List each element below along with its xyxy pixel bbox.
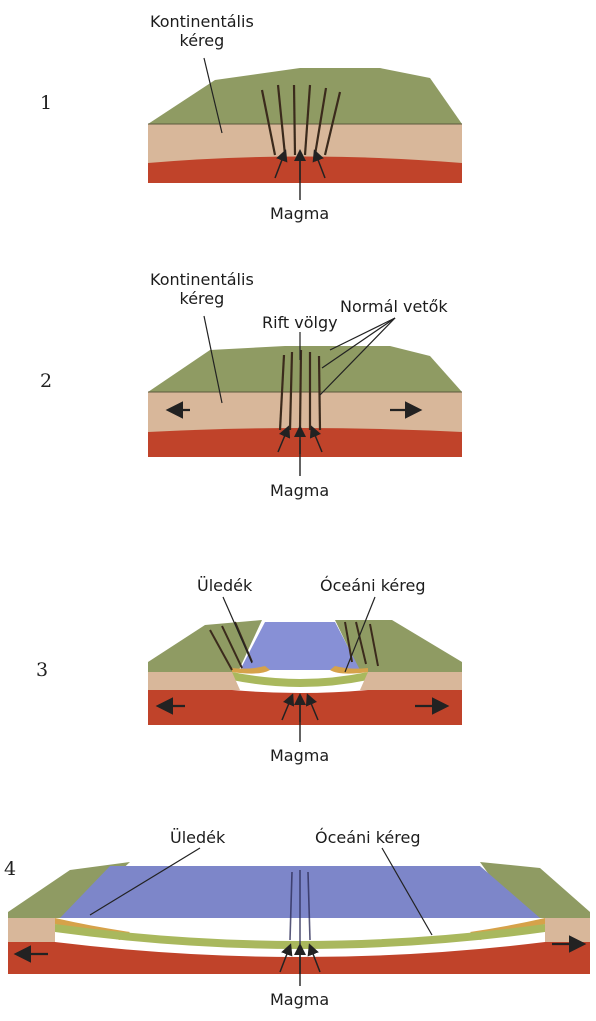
stage-3-left-crust [148, 672, 240, 690]
stage-3-sediment-label: Üledék [197, 576, 252, 595]
stage-3-magma-label: Magma [270, 746, 329, 765]
stage-1-number: 1 [40, 92, 52, 114]
stage-3-mantle [148, 690, 462, 725]
stage-3-right-crust [360, 672, 462, 690]
stage-1-block [148, 68, 462, 183]
stage-4-right-crust [545, 918, 590, 942]
stage-3-oceanic-label: Óceáni kéreg [320, 576, 425, 595]
stage-2-block [148, 346, 462, 457]
stage-4-magma-label: Magma [270, 990, 329, 1009]
stage-1-crust-label: Kontinentális kéreg [150, 12, 254, 50]
stage-3-number: 3 [36, 659, 48, 681]
stage-1-surface [148, 68, 462, 124]
stage-2-surface [148, 346, 462, 392]
stage-2-faults-label: Normál vetők [340, 297, 448, 316]
stage-2-crust [148, 392, 462, 432]
stage-2-magma-label: Magma [270, 481, 329, 500]
stage-1-mantle [148, 157, 462, 184]
stage-4-oceanic-label: Óceáni kéreg [315, 828, 420, 847]
stage-3-oceanic-crust [232, 672, 368, 687]
stage-4-number: 4 [4, 858, 16, 880]
stage-2-crust-label: Kontinentális kéreg [150, 270, 254, 308]
stage-4-block [8, 862, 590, 974]
stage-2-rift-label: Rift völgy [262, 313, 338, 332]
stage-4-sediment-label: Üledék [170, 828, 225, 847]
stage-1-magma-label: Magma [270, 204, 329, 223]
stage-4-left-crust [8, 918, 55, 942]
stage-3-block [148, 620, 462, 725]
stage-2-mantle [148, 428, 462, 457]
stage-2-number: 2 [40, 370, 52, 392]
